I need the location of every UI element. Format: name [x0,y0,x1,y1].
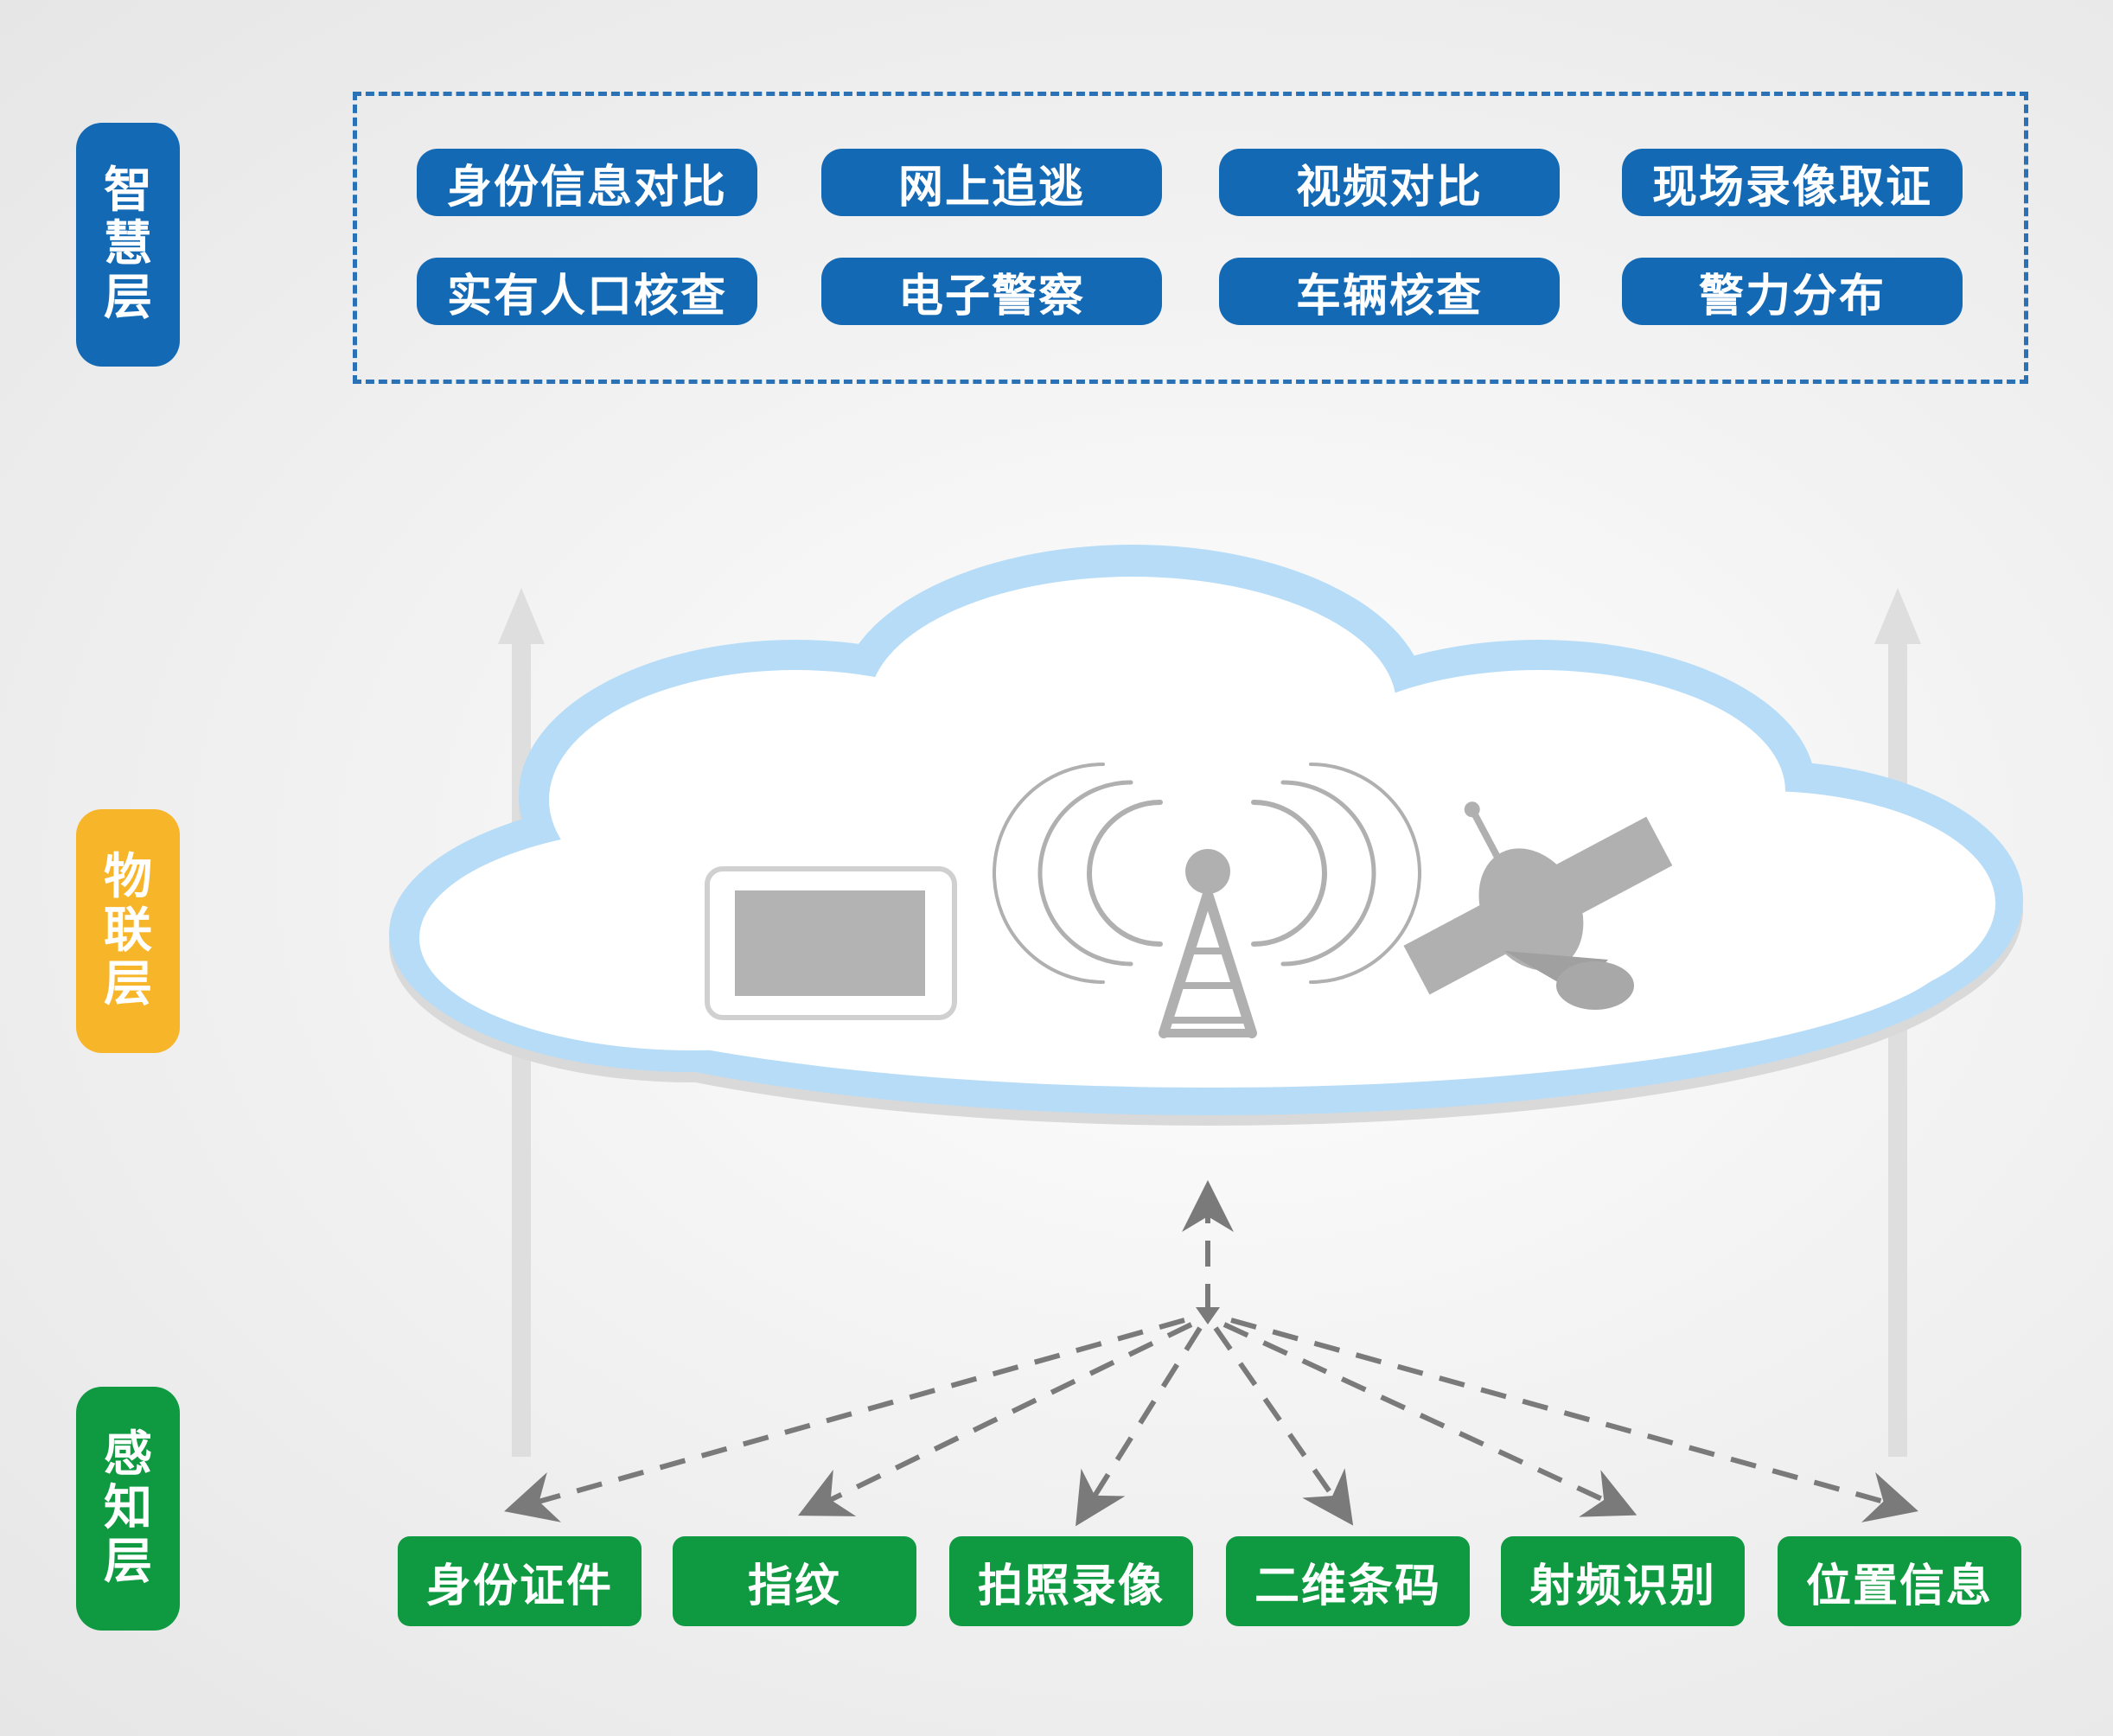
function-video-compare: 视频对比 [1219,149,1560,216]
tablet-icon [705,866,957,1020]
layer-label-sense: 感知层 [76,1387,180,1631]
sensor-photo-video: 拍照录像 [949,1536,1193,1626]
sensor-id-card: 身份证件 [398,1536,642,1626]
function-scene-recording: 现场录像取证 [1622,149,1963,216]
smart-functions-group [353,92,2028,384]
function-online-pursuit: 网上追逃 [821,149,1162,216]
arrow-junction [1196,1307,1220,1324]
link-photo-video [1076,1326,1203,1527]
function-id-compare: 身份信息对比 [417,149,757,216]
function-population-check: 实有人口核查 [417,258,757,325]
link-location [1230,1318,1918,1522]
sensor-location: 位置信息 [1778,1536,2021,1626]
link-id-card [504,1318,1185,1522]
function-police-distribution: 警力分布 [1622,258,1963,325]
link-qr-code [1213,1326,1354,1526]
antenna-tower-icon [993,763,1421,1038]
sensor-fingerprint: 指纹 [673,1536,916,1626]
satellite-icon [1403,801,1673,1010]
sensor-rfid: 射频识别 [1501,1536,1745,1626]
function-vehicle-check: 车辆核查 [1219,258,1560,325]
sensor-qr-code: 二维条码 [1226,1536,1470,1626]
link-fingerprint [798,1322,1193,1516]
layer-label-iot: 物联层 [76,809,180,1053]
cloud-shape [389,545,2023,1126]
layer-label-smart: 智慧层 [76,123,180,367]
function-e-police: 电子警察 [821,258,1162,325]
sensor-uplink-arrows [504,1180,1918,1527]
link-rfid [1222,1322,1637,1517]
